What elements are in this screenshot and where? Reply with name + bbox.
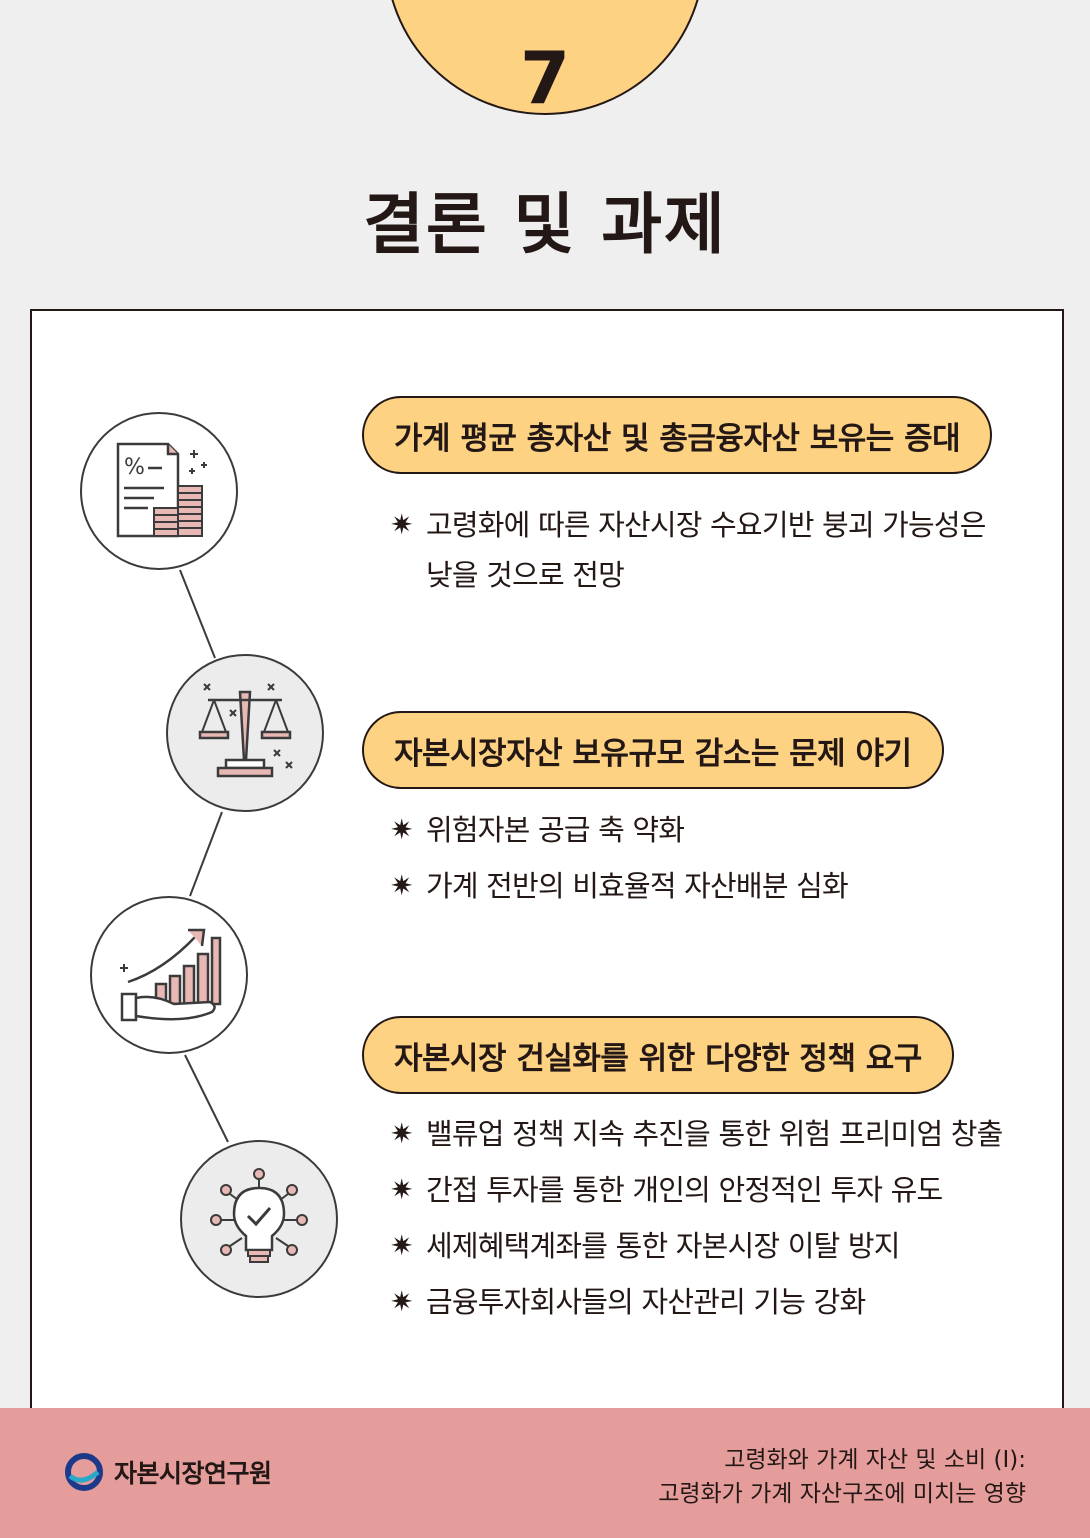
institute-logo-icon — [65, 1453, 103, 1491]
section-number: 7 — [519, 36, 571, 120]
bullet-star-icon: ✷ — [390, 1229, 413, 1262]
bullet-star-icon: ✷ — [390, 508, 413, 541]
list-item: ✷ 간접 투자를 통한 개인의 안정적인 투자 유도 — [390, 1162, 1003, 1218]
page-title: 결론 및 과제 — [363, 186, 727, 263]
section-heading-1: 가계 평균 총자산 및 총금융자산 보유는 증대 — [362, 396, 993, 474]
document-coins-icon: % — [80, 412, 238, 570]
list-item: ✷ 금융투자회사들의 자산관리 기능 강화 — [390, 1274, 1003, 1330]
lightbulb-network-icon — [180, 1140, 338, 1298]
report-title: 고령화와 가계 자산 및 소비 (I): 고령화가 가계 자산구조에 미치는 영… — [658, 1443, 1026, 1511]
bullet-star-icon: ✷ — [390, 1117, 413, 1150]
report-title-line-2: 고령화가 가계 자산구조에 미치는 영향 — [658, 1481, 1026, 1507]
scale-balance-icon — [166, 654, 324, 812]
institute-logo: 자본시장연구원 — [64, 1452, 272, 1492]
list-item: ✷ 밸류업 정책 지속 추진을 통한 위험 프리미엄 창출 — [390, 1106, 1003, 1162]
bullet-star-icon: ✷ — [390, 869, 413, 902]
footer-bar — [0, 1408, 1090, 1538]
list-item: ✷ 가계 전반의 비효율적 자산배분 심화 — [390, 858, 849, 914]
list-item: ✷ 위험자본 공급 축 약화 — [390, 802, 848, 858]
institute-name: 자본시장연구원 — [114, 1459, 272, 1488]
bullet-star-icon: ✷ — [390, 813, 413, 846]
growth-hand-chart-icon — [90, 896, 248, 1054]
bullet-star-icon: ✷ — [390, 1285, 413, 1318]
section-heading-2: 자본시장자산 보유규모 감소는 문제 야기 — [362, 711, 944, 789]
list-item: ✷ 세제혜택계좌를 통한 자본시장 이탈 방지 — [390, 1218, 1003, 1274]
report-title-line-1: 고령화와 가계 자산 및 소비 (I): — [724, 1447, 1026, 1473]
bullet-list-2: ✷ 위험자본 공급 축 약화 ✷ 가계 전반의 비효율적 자산배분 심화 — [390, 802, 849, 914]
bullet-star-icon: ✷ — [390, 1173, 413, 1206]
list-item: ✷ 고령화에 따른 자산시장 수요기반 붕괴 가능성은 낮을 것으로 전망 — [390, 497, 987, 600]
section-heading-3: 자본시장 건실화를 위한 다양한 정책 요구 — [362, 1016, 954, 1094]
bullet-list-1: ✷ 고령화에 따른 자산시장 수요기반 붕괴 가능성은 낮을 것으로 전망 — [390, 497, 987, 600]
bullet-list-3: ✷ 밸류업 정책 지속 추진을 통한 위험 프리미엄 창출 ✷ 간접 투자를 통… — [390, 1106, 1003, 1330]
svg-text:%: % — [124, 455, 145, 480]
